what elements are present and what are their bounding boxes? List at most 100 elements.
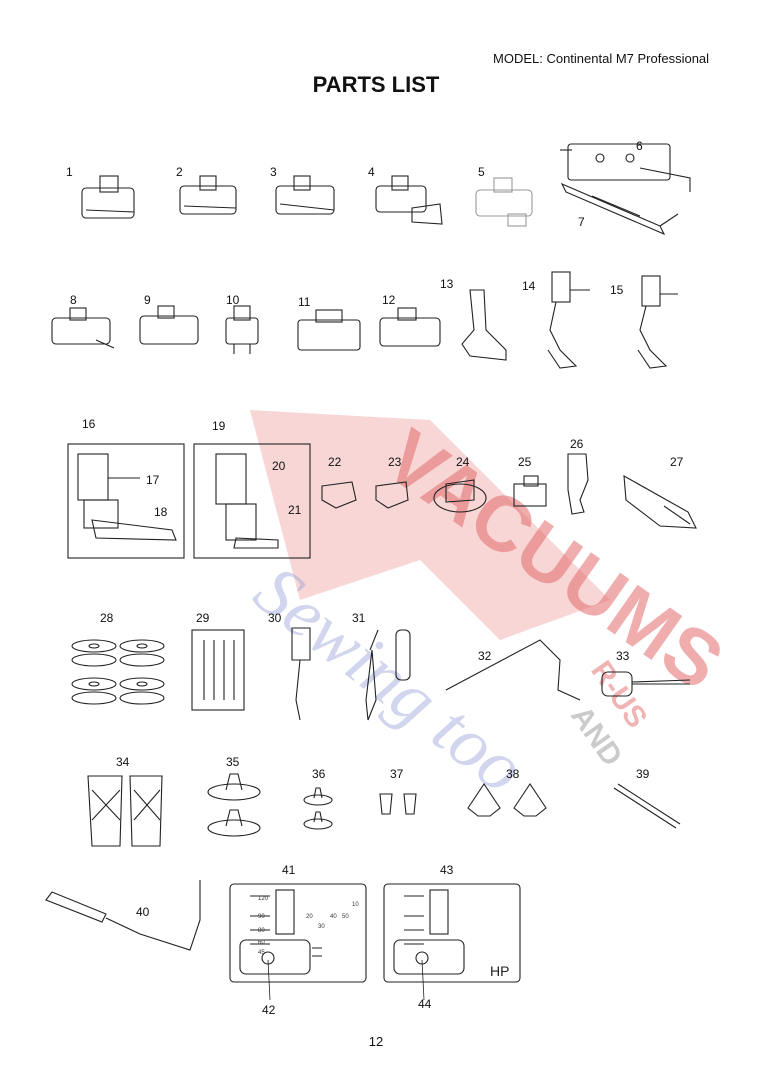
part-number-31: 31 — [352, 611, 366, 625]
foot-22 — [321, 481, 357, 509]
part-number-22: 22 — [328, 455, 342, 469]
plate-scale-right-4: 50 — [342, 914, 349, 920]
presser-foot-2 — [179, 175, 237, 215]
presser-foot-11 — [297, 309, 361, 351]
knee-lifter-40 — [45, 880, 201, 951]
part-number-36: 36 — [312, 767, 326, 781]
part-number-34: 34 — [116, 755, 130, 769]
needles-29 — [191, 629, 245, 711]
walking-foot-6 — [560, 143, 691, 192]
presser-foot-10 — [225, 305, 259, 354]
part-number-21: 21 — [288, 503, 302, 517]
part-number-30: 30 — [268, 611, 282, 625]
part-number-37: 37 — [390, 767, 404, 781]
part-number-41: 41 — [282, 863, 296, 877]
foot-24 — [433, 479, 487, 513]
foot-23 — [375, 481, 409, 509]
box-16 — [67, 443, 185, 559]
part-number-16: 16 — [82, 417, 96, 431]
part-number-12: 12 — [382, 293, 396, 307]
part-number-15: 15 — [610, 283, 624, 297]
part-number-10: 10 — [226, 293, 240, 307]
box-19 — [193, 443, 311, 559]
seam-ripper-31 — [365, 629, 411, 721]
plate-scale-right-2: 30 — [318, 924, 325, 930]
part-number-24: 24 — [456, 455, 470, 469]
plate-scale-left-3: 80 — [258, 928, 265, 934]
part-number-26: 26 — [570, 437, 584, 451]
spool-pins-37 — [379, 793, 417, 815]
part-number-40: 40 — [136, 905, 150, 919]
part-number-20: 20 — [272, 459, 286, 473]
plate-scale-right-3: 40 — [330, 914, 337, 920]
part-number-42: 42 — [262, 1003, 276, 1017]
spool-caps-36 — [303, 787, 333, 830]
page-title: PARTS LIST — [312, 72, 440, 97]
model-label: MODEL: Continental M7 Professional — [493, 51, 710, 66]
part-number-35: 35 — [226, 755, 240, 769]
foot-26 — [567, 453, 589, 515]
part-number-6: 6 — [636, 139, 643, 153]
presser-foot-13 — [461, 289, 507, 361]
part-number-29: 29 — [196, 611, 210, 625]
part-number-17: 17 — [146, 473, 160, 487]
callout-44 — [421, 959, 425, 1001]
presser-foot-8 — [51, 307, 115, 349]
plate-scale-right-1: 20 — [306, 914, 313, 920]
guide-27 — [623, 475, 697, 529]
plate-scale-right-5: 10 — [352, 902, 359, 908]
part-number-39: 39 — [636, 767, 650, 781]
plate-hp-label: HP — [490, 963, 509, 979]
part-number-1: 1 — [66, 165, 73, 179]
presser-foot-9 — [139, 305, 199, 345]
quilting-guide-32 — [445, 639, 581, 701]
foot-16-drawing — [77, 453, 177, 541]
presser-foot-3 — [275, 175, 335, 215]
brush-30 — [291, 627, 311, 721]
guide-bar-7 — [560, 182, 679, 236]
part-number-44: 44 — [418, 997, 432, 1011]
part-number-7: 7 — [578, 215, 585, 229]
part-number-14: 14 — [522, 279, 536, 293]
spool-holders-38 — [467, 783, 547, 817]
page-number: 12 — [368, 1034, 384, 1049]
part-number-23: 23 — [388, 455, 402, 469]
spool-nets-34 — [87, 775, 163, 847]
part-number-28: 28 — [100, 611, 114, 625]
presser-foot-12 — [379, 307, 441, 347]
part-number-9: 9 — [144, 293, 151, 307]
part-number-38: 38 — [506, 767, 520, 781]
part-number-5: 5 — [478, 165, 485, 179]
part-number-8: 8 — [70, 293, 77, 307]
part-number-4: 4 — [368, 165, 375, 179]
darning-foot-15 — [637, 275, 678, 369]
part-number-19: 19 — [212, 419, 226, 433]
plate-scale-left-5: 45 — [258, 950, 265, 956]
part-number-25: 25 — [518, 455, 532, 469]
pen-39 — [613, 783, 681, 829]
screwdriver-33 — [601, 671, 691, 697]
presser-foot-5 — [475, 177, 533, 227]
part-number-11: 11 — [298, 295, 311, 309]
foot-25 — [513, 475, 547, 507]
bobbins-28 — [71, 639, 165, 705]
part-number-2: 2 — [176, 165, 183, 179]
presser-foot-1 — [81, 175, 135, 219]
foot-19-drawing — [215, 453, 279, 549]
spool-caps-35 — [207, 773, 261, 837]
part-number-13: 13 — [440, 277, 454, 291]
part-number-43: 43 — [440, 863, 454, 877]
part-number-18: 18 — [154, 505, 168, 519]
plate-scale-left-4: 60 — [258, 940, 265, 946]
darning-foot-14 — [547, 271, 590, 369]
part-number-33: 33 — [616, 649, 630, 663]
plate-scale-left-2: 90 — [258, 914, 265, 920]
plate-scale-left-1: 120 — [258, 896, 269, 902]
callout-42 — [267, 959, 271, 1001]
needle-plate-41 — [229, 883, 367, 983]
presser-foot-4 — [375, 175, 443, 225]
part-number-3: 3 — [270, 165, 277, 179]
part-number-27: 27 — [670, 455, 684, 469]
part-number-32: 32 — [478, 649, 492, 663]
